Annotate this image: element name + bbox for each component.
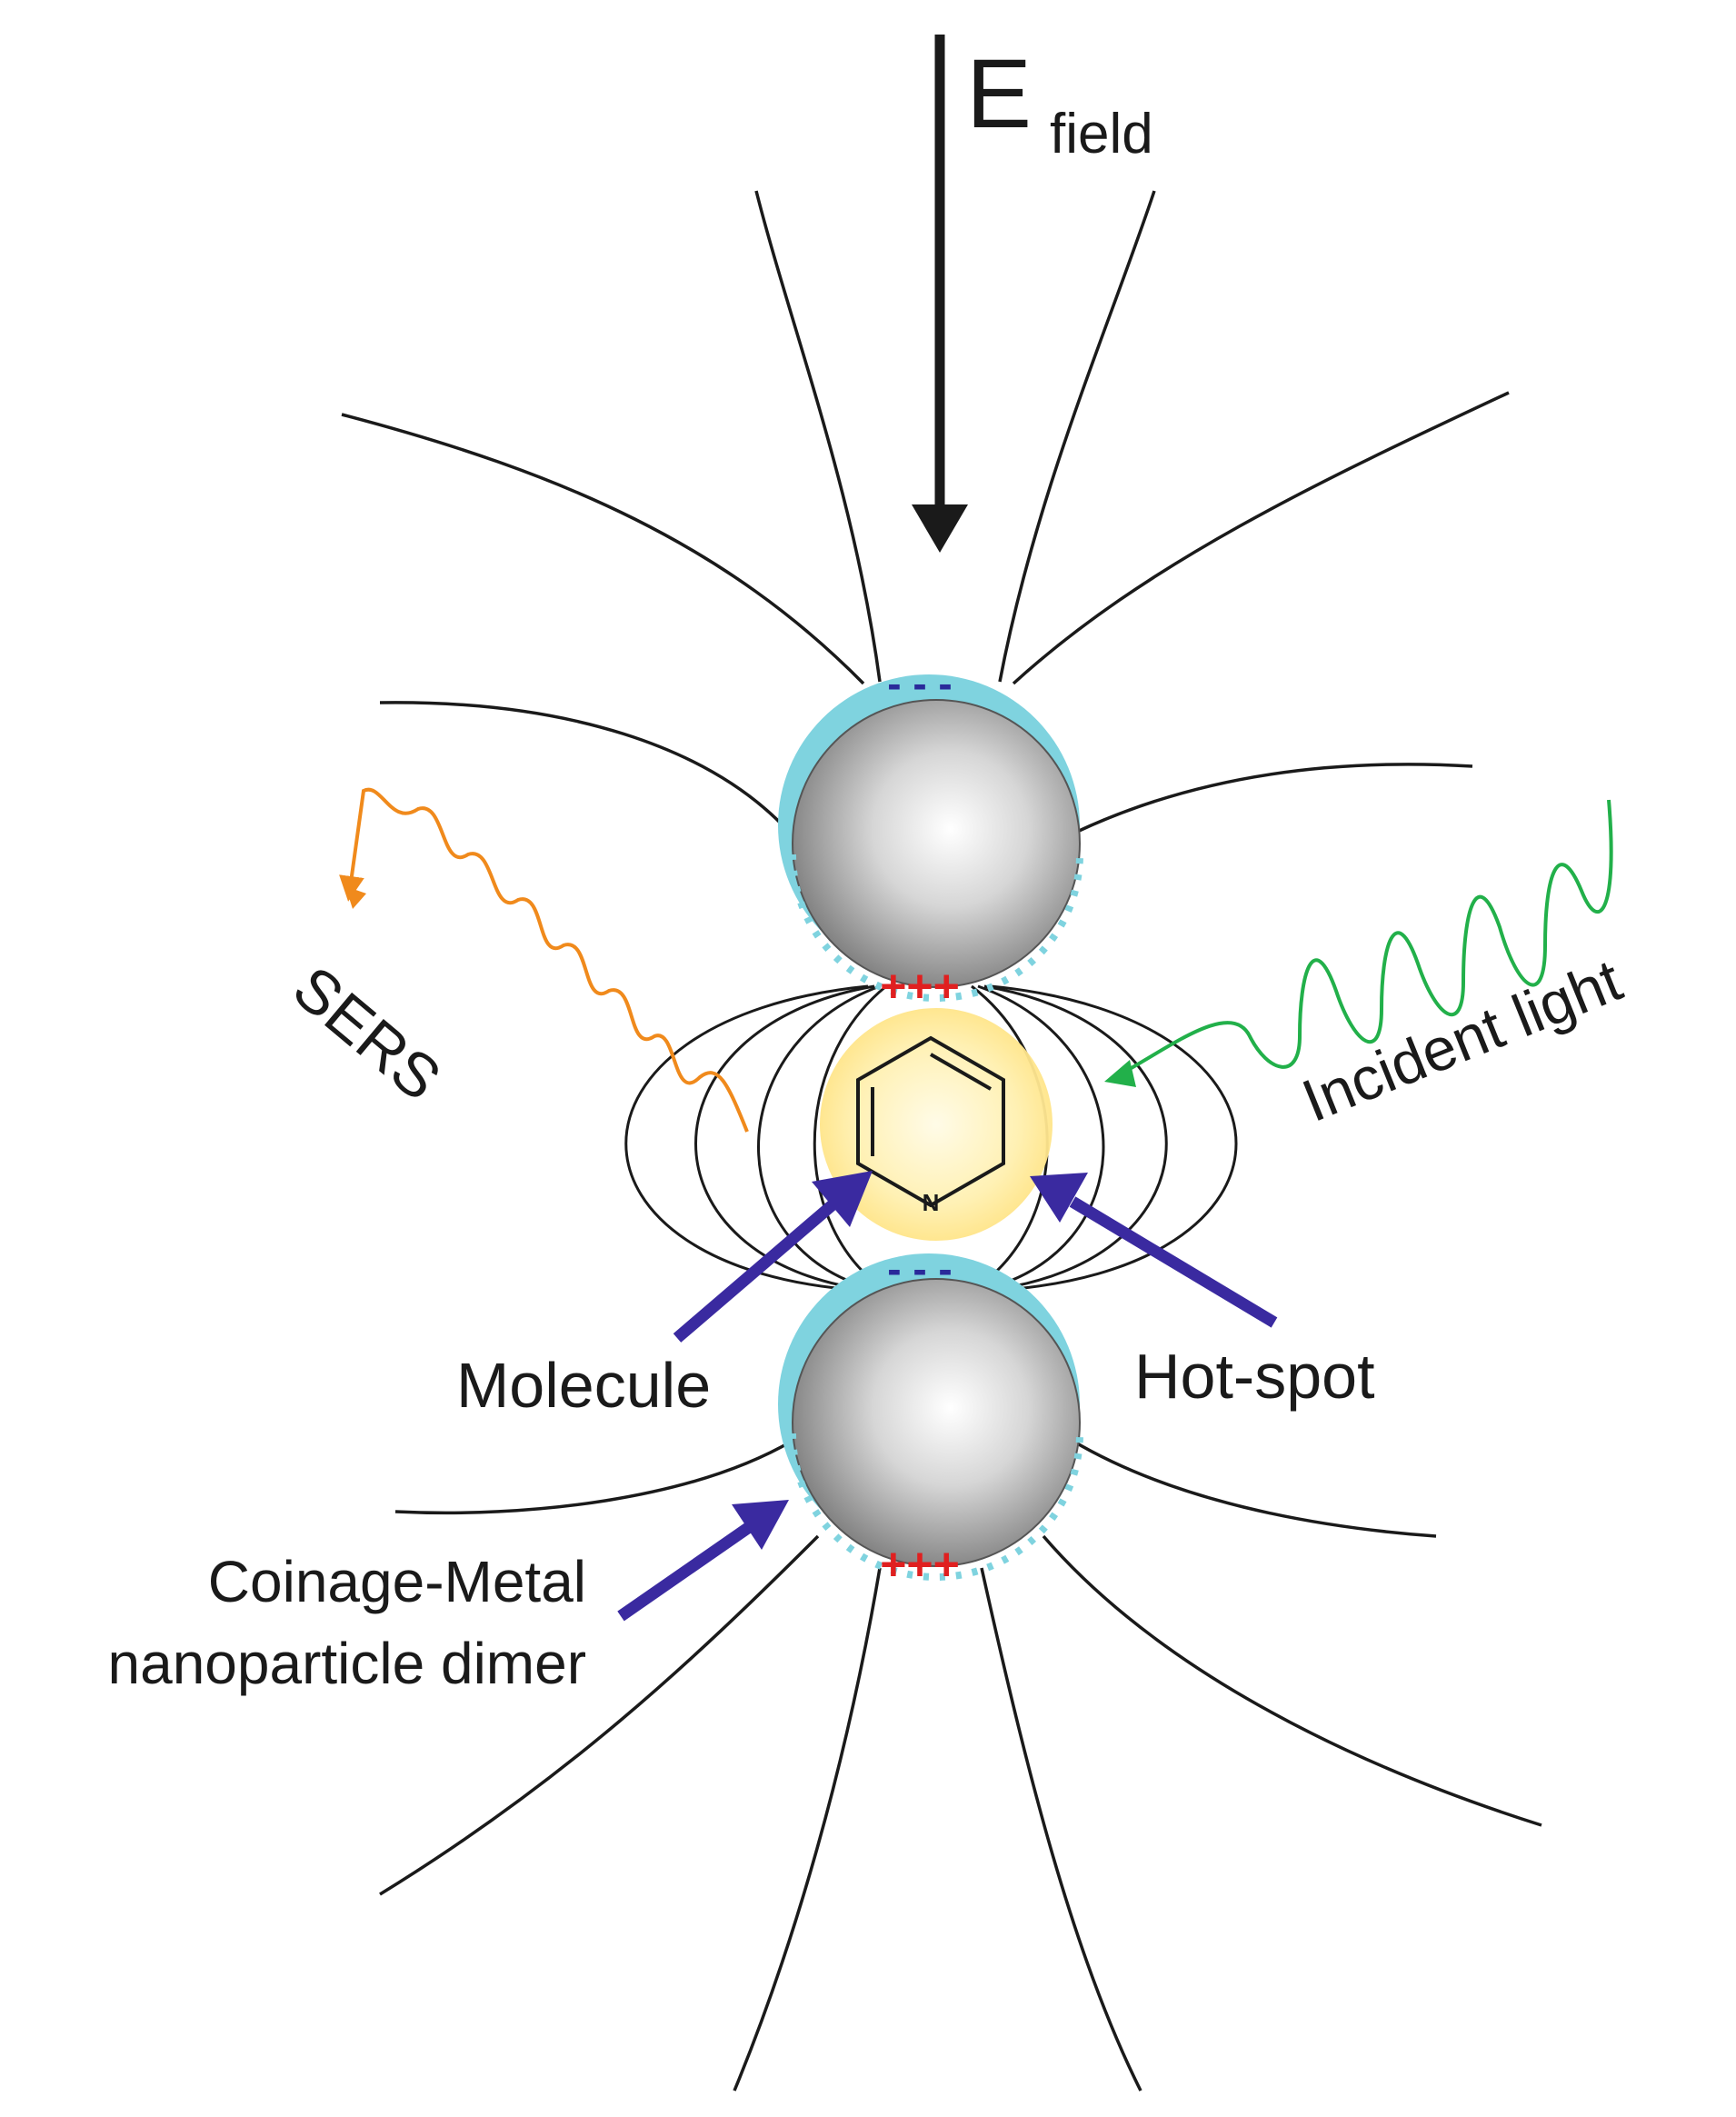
- dimer-label-line1: Coinage-Metal: [208, 1549, 586, 1614]
- lower-field-lines: [379, 1439, 1542, 2092]
- bottom-nanoparticle: [778, 1253, 1083, 1581]
- top-minus-charges: - - -: [887, 660, 953, 707]
- incident-light-head: [1104, 1060, 1136, 1087]
- molecule-pointer-arrow: [673, 1171, 873, 1343]
- pyridine-molecule-icon: [856, 1035, 1005, 1208]
- molecule-label: Molecule: [456, 1350, 711, 1421]
- nitrogen-label: N: [923, 1189, 940, 1216]
- incident-light-wave: [1122, 799, 1613, 1074]
- upper-field-lines: [341, 190, 1510, 834]
- dimer-label-line2: nanoparticle dimer: [108, 1631, 587, 1696]
- dimer-pointer-arrow: [617, 1500, 789, 1622]
- efield-subscript: field: [1050, 103, 1153, 165]
- bottom-plus-charges: +++: [880, 1539, 960, 1590]
- efield-label: E: [966, 38, 1032, 148]
- efield-arrow: [912, 35, 968, 553]
- bottom-minus-charges: - - -: [887, 1245, 953, 1293]
- sers-wave: [339, 787, 749, 1133]
- top-nanoparticle: [778, 674, 1083, 1002]
- hot-spot-label: Hot-spot: [1134, 1341, 1375, 1412]
- top-plus-charges: +++: [880, 961, 960, 1012]
- hot-spot-pointer-arrow: [1030, 1173, 1278, 1328]
- hot-spot-glow: [820, 1008, 1053, 1241]
- sers-label: SERS: [280, 953, 454, 1113]
- sers-wave-head: [345, 886, 366, 909]
- gap-field-lines: [624, 984, 1238, 1293]
